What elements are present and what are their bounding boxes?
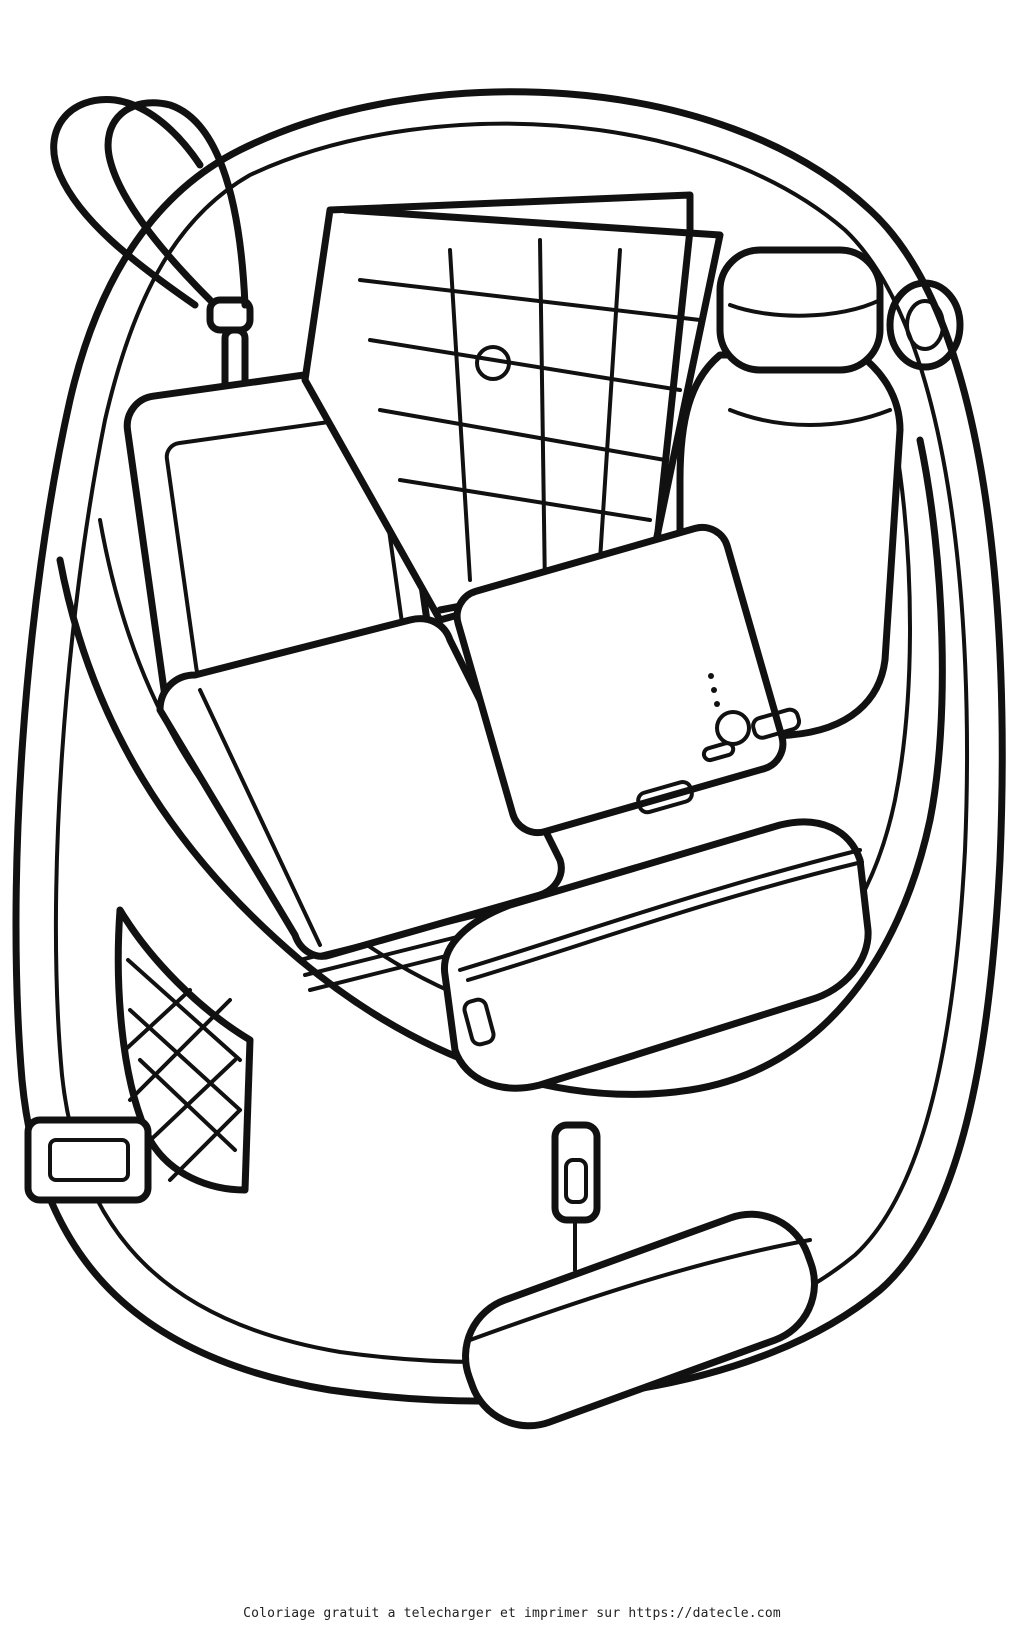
zipper-pull	[551, 1121, 601, 1272]
pencil-case	[440, 818, 872, 1092]
shoulder-strap	[24, 1116, 152, 1204]
coloring-page-artwork	[12, 88, 1006, 1430]
footer-credit-text: Coloriage gratuit a telecharger et impri…	[243, 1606, 781, 1621]
bag-handle-pad	[462, 1210, 818, 1430]
power-bank	[453, 523, 802, 837]
mesh-pocket	[114, 906, 254, 1194]
